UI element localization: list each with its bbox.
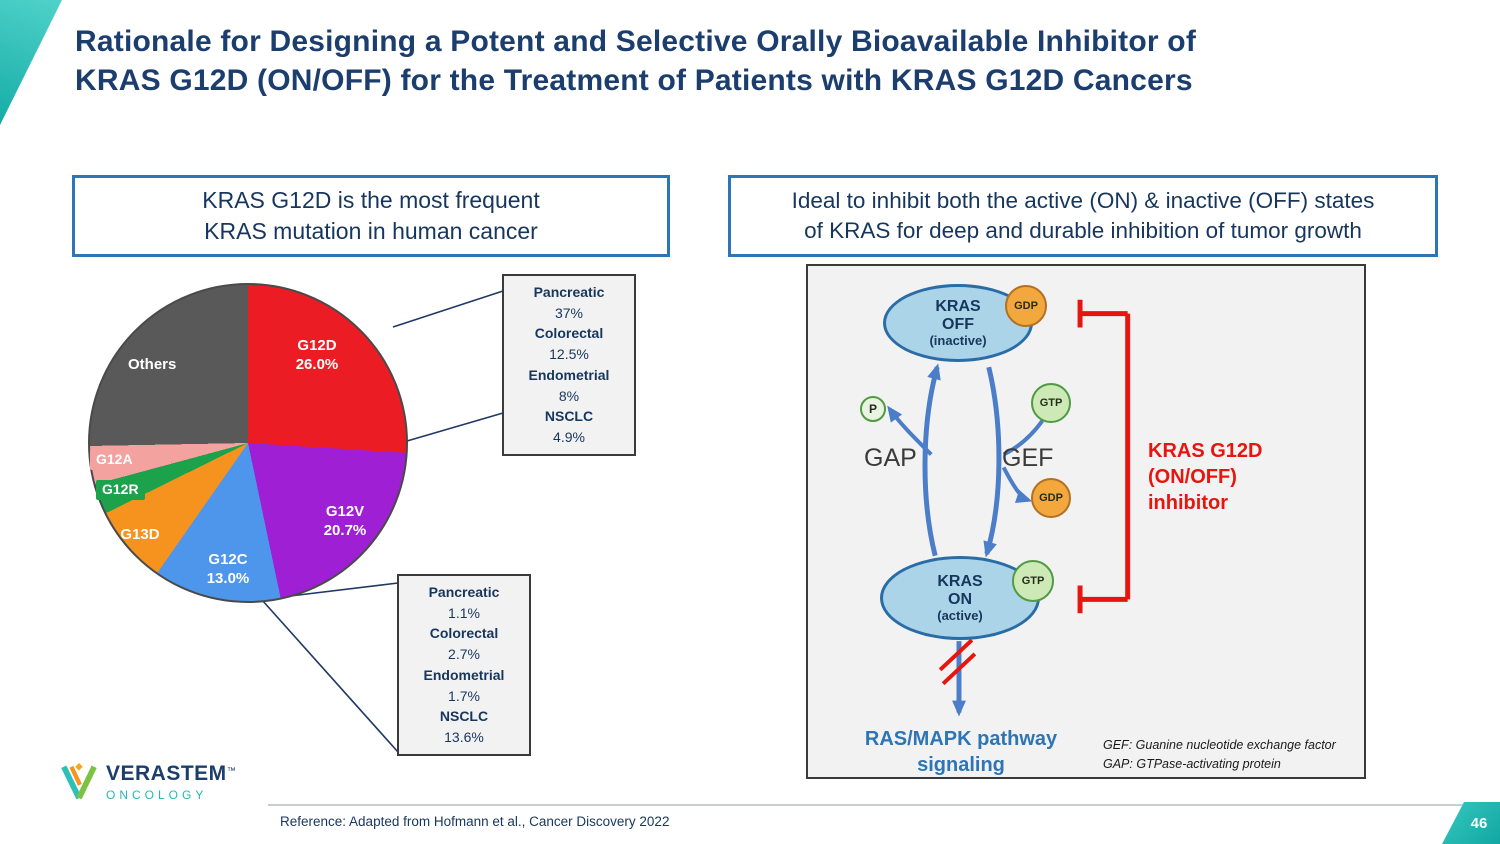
- connector-line: [392, 290, 504, 328]
- corner-accent-shape: [0, 0, 62, 125]
- pie-label-others: Others: [128, 356, 177, 373]
- pathway-label: RAS/MAPK pathway signaling: [864, 728, 1058, 776]
- callout-label: Colorectal: [534, 325, 604, 342]
- kras-on-node: KRAS ON (active): [880, 556, 1040, 640]
- gef-arrow: [983, 366, 1002, 558]
- pie-label-g12c: G12C 13.0%: [206, 551, 250, 587]
- callout-label: Endometrial: [423, 666, 505, 683]
- logo-brand: VERASTEM: [106, 762, 227, 785]
- right-header-box: Ideal to inhibit both the active (ON) & …: [728, 175, 1438, 257]
- left-header-text: KRAS G12D is the most frequent KRAS muta…: [202, 186, 540, 244]
- gtp-badge-on: GTP: [1012, 560, 1054, 602]
- page-number: 46: [1470, 814, 1488, 832]
- callout-label: NSCLC: [544, 408, 594, 425]
- pie-chart: [88, 283, 408, 603]
- callout-label: NSCLC: [439, 708, 489, 725]
- callout-value: 8%: [558, 387, 580, 404]
- verastem-logo-text: VERASTEM™ ONCOLOGY: [106, 762, 236, 802]
- logo-division: ONCOLOGY: [106, 788, 208, 802]
- inhibitor-label: KRAS G12D (ON/OFF) inhibitor: [1148, 440, 1263, 514]
- verastem-logo-icon: [61, 763, 97, 800]
- callout-label: Colorectal: [429, 625, 499, 642]
- callout-value: 37%: [554, 304, 584, 321]
- reference-text: Reference: Adapted from Hofmann et al., …: [280, 814, 670, 829]
- footnote-gef: GEF: Guanine nucleotide exchange factor: [1103, 738, 1336, 752]
- g12d-tumor-frequency-callout: Pancreatic 37% Colorectal 12.5% Endometr…: [502, 274, 636, 456]
- gdp-badge-off: GDP: [1005, 285, 1047, 327]
- callout-label: Endometrial: [528, 366, 610, 383]
- kras-on-state: ON: [948, 590, 972, 608]
- inhibition-slashes: [938, 638, 977, 686]
- kras-on-qualifier: (active): [937, 607, 983, 623]
- kras-off-qualifier: (inactive): [929, 332, 987, 348]
- g12c-tumor-frequency-callout: Pancreatic 1.1% Colorectal 2.7% Endometr…: [397, 574, 531, 756]
- inhibitor-bracket: [1077, 299, 1131, 614]
- pie-label-g13d: G13D: [120, 526, 160, 543]
- pie-label-g12a: G12A: [90, 450, 139, 470]
- diagram-arrows: [887, 299, 1131, 717]
- slide-title: Rationale for Designing a Potent and Sel…: [75, 25, 1197, 97]
- footnote-gap: GAP: GTPase-activating protein: [1103, 757, 1281, 771]
- gef-label: GEF: [1002, 444, 1054, 472]
- footer-divider: [268, 804, 1500, 806]
- gap-arrow: [922, 363, 941, 557]
- gtp-badge-in: GTP: [1031, 383, 1071, 423]
- connector-line: [406, 412, 504, 442]
- callout-value: 2.7%: [448, 646, 480, 663]
- logo-trademark: ™: [226, 765, 236, 776]
- verastem-logo: VERASTEM™ ONCOLOGY: [60, 762, 236, 802]
- callout-label: Pancreatic: [428, 584, 500, 600]
- phosphate-release-arrow: [887, 405, 933, 456]
- kras-off-name: KRAS: [935, 297, 981, 315]
- phosphate-badge: P: [860, 396, 886, 422]
- pie-label-g12v: G12V 20.7%: [323, 503, 367, 539]
- page-number-corner: 46: [1442, 802, 1500, 844]
- pie-label-g12r: G12R: [96, 480, 145, 500]
- kras-diagram-panel: KRAS OFF (inactive) KRAS ON (active) GDP…: [806, 264, 1366, 779]
- right-header-text: Ideal to inhibit both the active (ON) & …: [791, 187, 1375, 243]
- callout-value: 1.7%: [448, 687, 480, 704]
- gtp-in-curve: [1002, 419, 1044, 457]
- gap-label: GAP: [864, 444, 917, 472]
- gdp-badge-out: GDP: [1031, 478, 1071, 518]
- callout-value: 1.1%: [448, 604, 480, 621]
- callout-value: 4.9%: [553, 429, 585, 446]
- kras-off-state: OFF: [942, 315, 974, 333]
- connector-line: [261, 599, 399, 753]
- callout-value: 13.6%: [444, 729, 484, 746]
- gdp-out-arrow: [1001, 466, 1033, 503]
- callout-label: Pancreatic: [533, 284, 605, 300]
- callout-value: 12.5%: [549, 346, 589, 363]
- pie-label-g12d: G12D 26.0%: [295, 337, 339, 373]
- kras-on-name: KRAS: [937, 572, 983, 590]
- left-header-box: KRAS G12D is the most frequent KRAS muta…: [72, 175, 670, 257]
